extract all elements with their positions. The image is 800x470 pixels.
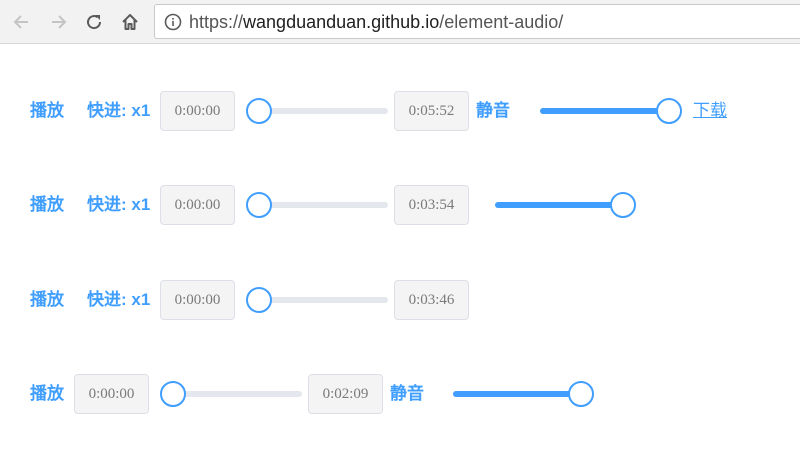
speed-button[interactable]: 快进: x1 [87, 290, 151, 309]
volume-fill [540, 108, 669, 114]
progress-handle[interactable] [160, 381, 186, 407]
play-button[interactable]: 播放 [30, 101, 64, 120]
url-host: wangduanduan.github.io [243, 12, 440, 32]
volume-slider[interactable] [453, 381, 594, 407]
duration-time: 0:03:54 [394, 185, 469, 225]
progress-handle[interactable] [246, 287, 272, 313]
url-path: /element-audio/ [439, 12, 564, 32]
speed-button[interactable]: 快进: x1 [87, 195, 151, 214]
mute-button[interactable]: 静音 [390, 384, 424, 403]
volume-fill [495, 202, 623, 208]
info-icon[interactable] [164, 13, 182, 31]
play-button[interactable]: 播放 [30, 290, 64, 309]
home-button[interactable] [116, 8, 144, 36]
duration-time: 0:02:09 [308, 374, 383, 414]
back-arrow-icon [13, 15, 28, 29]
current-time: 0:00:00 [74, 374, 149, 414]
current-time: 0:00:00 [160, 280, 235, 320]
duration-time: 0:05:52 [394, 91, 469, 131]
download-link[interactable]: 下载 [693, 101, 727, 120]
audio-player: 播放 快进: x1 0:00:00 0:03:46 [0, 280, 800, 330]
audio-player: 播放 快进: x1 0:00:00 0:05:52 静音 下载 [0, 91, 800, 141]
browser-toolbar: https://wangduanduan.github.io/element-a… [0, 0, 800, 44]
home-icon [122, 14, 138, 30]
volume-fill [453, 391, 581, 397]
volume-slider[interactable] [540, 98, 682, 124]
progress-handle[interactable] [246, 98, 272, 124]
volume-handle[interactable] [610, 192, 636, 218]
progress-slider[interactable] [160, 381, 302, 407]
volume-handle[interactable] [656, 98, 682, 124]
progress-handle[interactable] [246, 192, 272, 218]
url-text: https://wangduanduan.github.io/element-a… [189, 11, 563, 33]
reload-button[interactable] [80, 8, 108, 36]
play-button[interactable]: 播放 [30, 195, 64, 214]
speed-button[interactable]: 快进: x1 [87, 101, 151, 120]
play-button[interactable]: 播放 [30, 384, 64, 403]
duration-time: 0:03:46 [394, 280, 469, 320]
reload-icon [87, 15, 102, 30]
url-scheme: https:// [189, 12, 244, 32]
audio-player: 播放 快进: x1 0:00:00 0:03:54 [0, 185, 800, 235]
current-time: 0:00:00 [160, 91, 235, 131]
current-time: 0:00:00 [160, 185, 235, 225]
back-button[interactable] [8, 8, 36, 36]
volume-handle[interactable] [568, 381, 594, 407]
progress-slider[interactable] [246, 98, 388, 124]
forward-button[interactable] [44, 8, 72, 36]
address-bar[interactable]: https://wangduanduan.github.io/element-a… [154, 4, 800, 39]
forward-arrow-icon [52, 15, 67, 29]
progress-slider[interactable] [246, 287, 388, 313]
mute-button[interactable]: 静音 [476, 101, 510, 120]
volume-slider[interactable] [495, 192, 636, 218]
audio-player: 播放 0:00:00 0:02:09 静音 [0, 374, 800, 424]
progress-slider[interactable] [246, 192, 388, 218]
